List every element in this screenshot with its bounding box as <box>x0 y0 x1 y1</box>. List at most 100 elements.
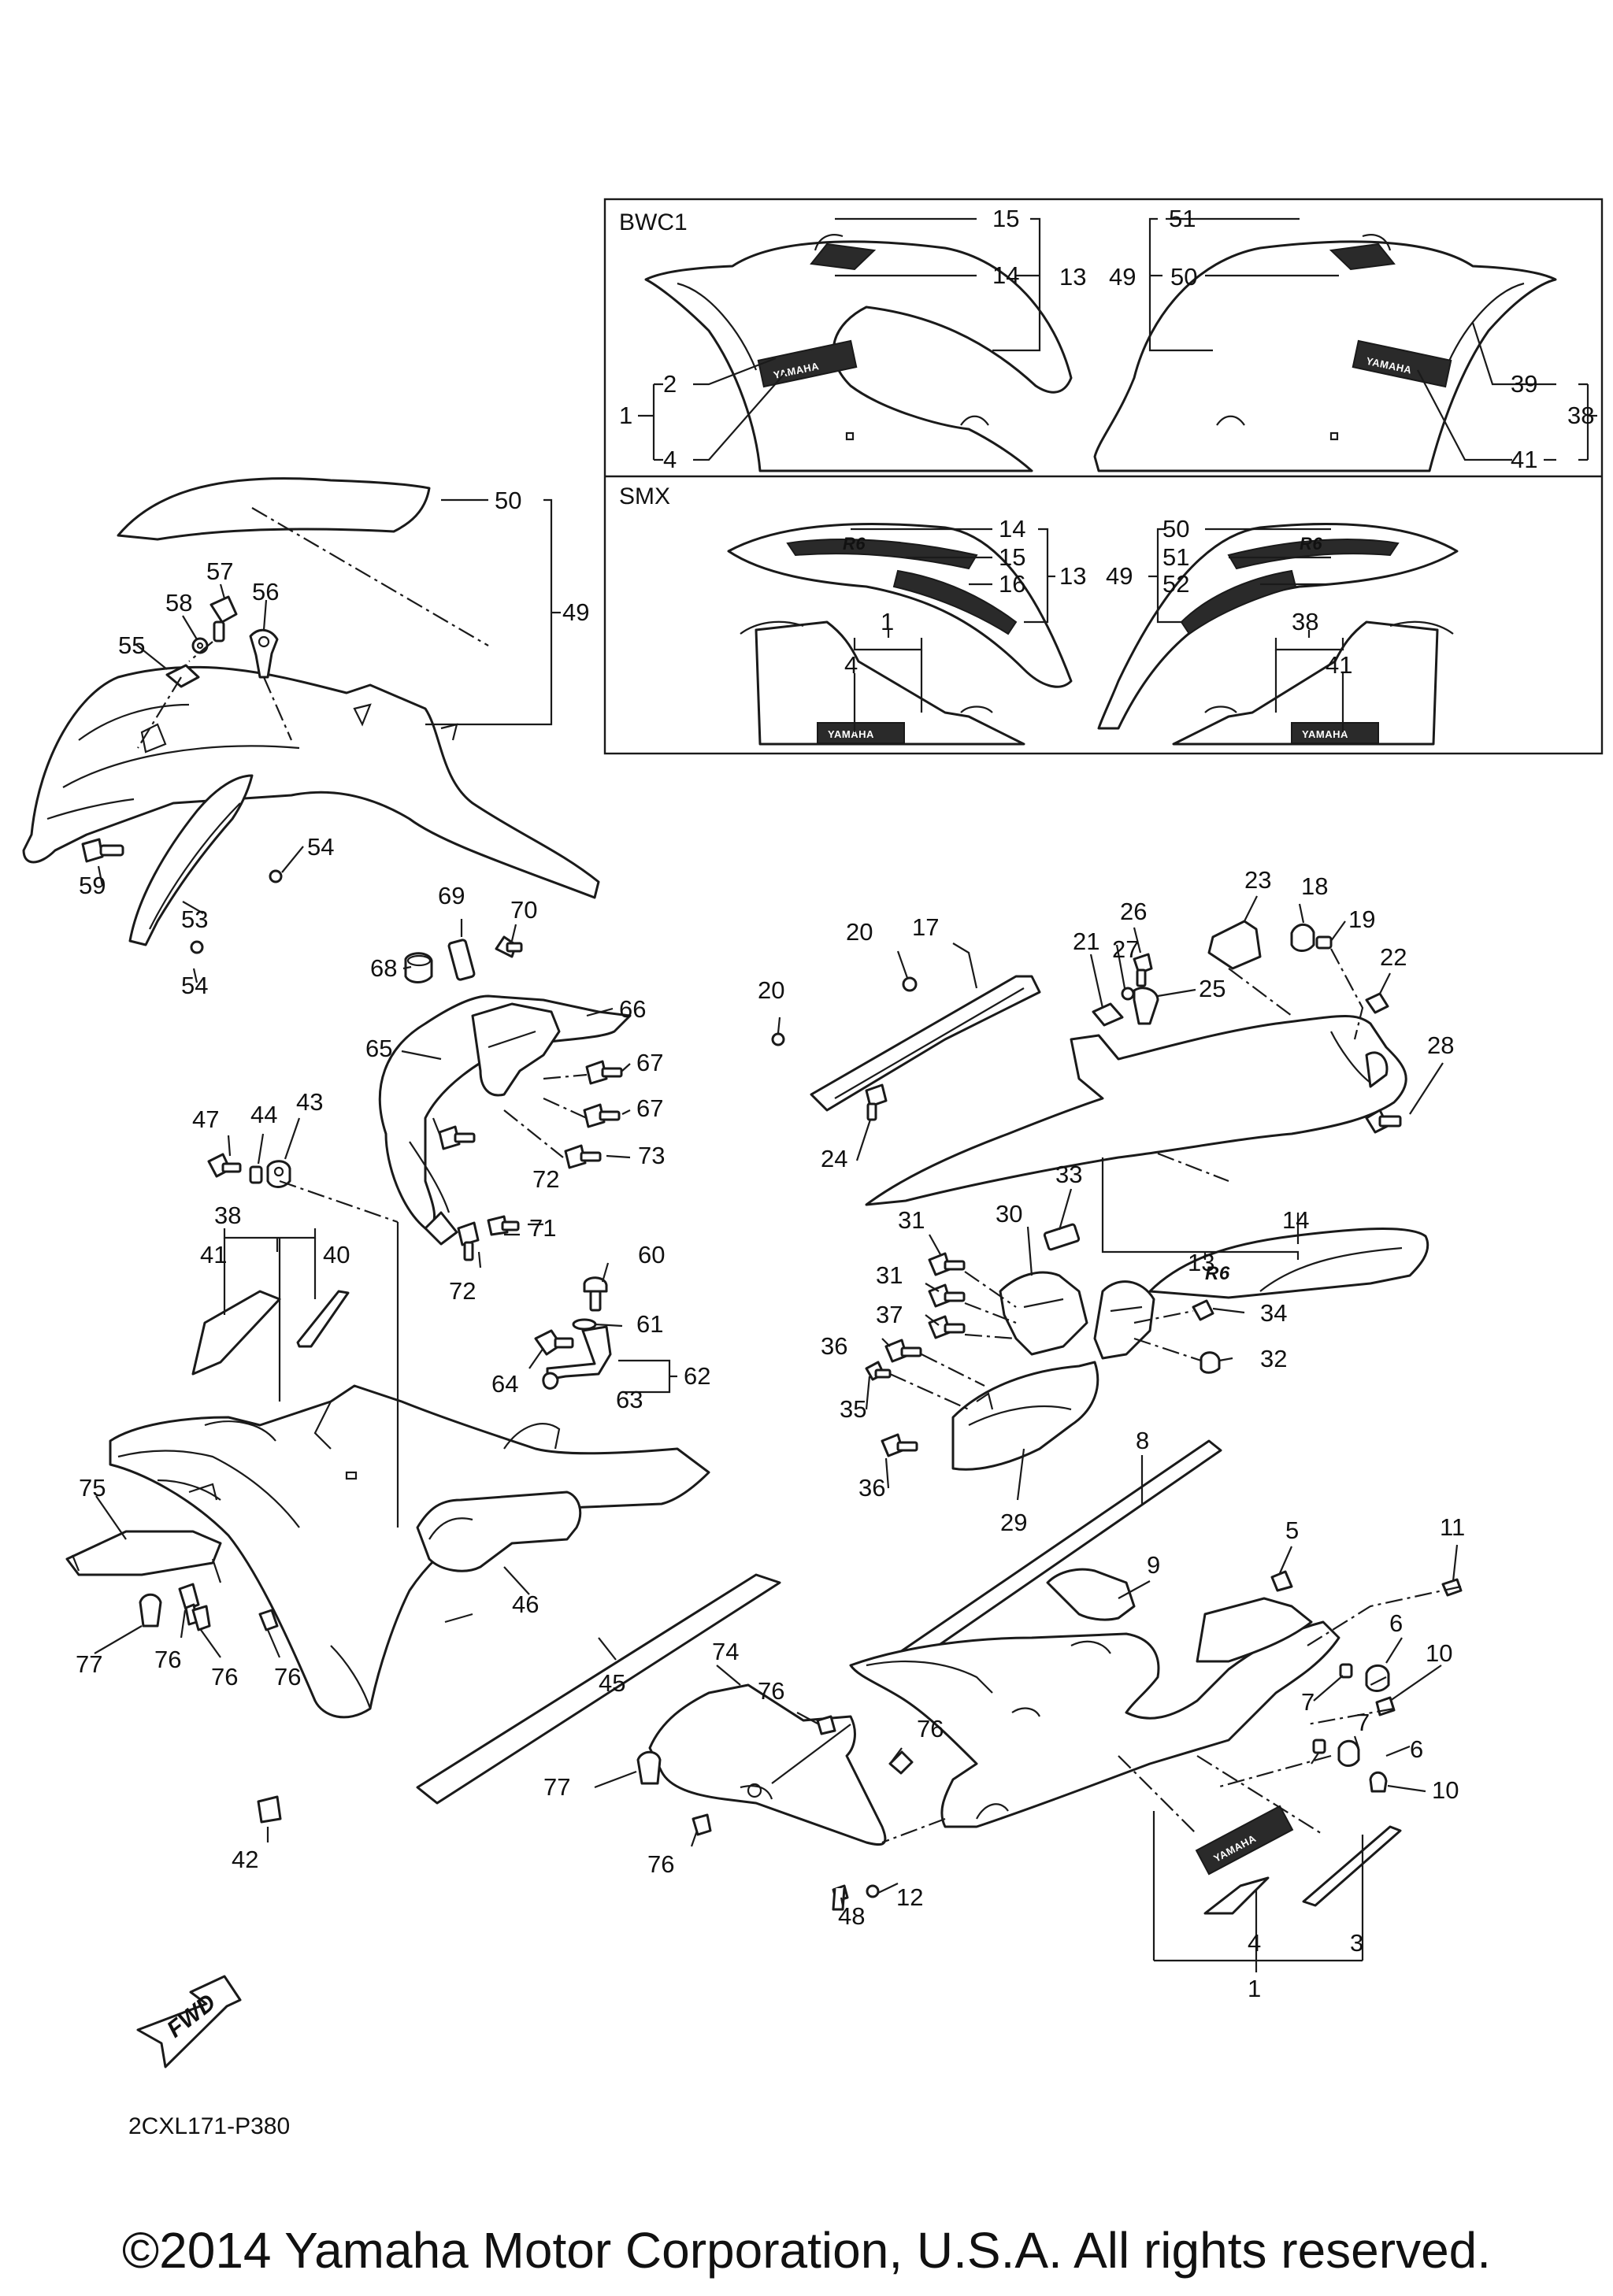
part-number-6: 6 <box>1389 1609 1403 1637</box>
screw-47-icon <box>207 1153 242 1178</box>
part-number-76: 76 <box>917 1715 944 1742</box>
grommet-56-icon <box>249 628 279 679</box>
nut-32-icon <box>1200 1351 1221 1374</box>
part-number-67: 67 <box>636 1049 663 1076</box>
part-number-14: 14 <box>999 515 1025 543</box>
decal-4-icon <box>1203 1876 1270 1915</box>
part-number-13: 13 <box>1059 562 1086 590</box>
part-number-20: 20 <box>846 918 873 946</box>
inset-leaders <box>638 217 1597 732</box>
part-number-14: 14 <box>1282 1206 1309 1234</box>
part-number-63: 63 <box>616 1386 643 1413</box>
side-cowl-13-icon <box>865 1015 1407 1206</box>
part-number-55: 55 <box>118 631 145 659</box>
part-number-38: 38 <box>1292 608 1318 635</box>
part-number-33: 33 <box>1055 1161 1082 1188</box>
part-number-26: 26 <box>1120 898 1147 925</box>
screw-71-icon <box>487 1215 520 1236</box>
grommet-6b-icon <box>1337 1739 1360 1767</box>
bracket-74-icon <box>648 1683 887 1846</box>
part-number-29: 29 <box>1000 1509 1027 1536</box>
drawing-code: 2CXL171-P380 <box>128 2113 290 2139</box>
part-number-74: 74 <box>712 1638 739 1665</box>
part-number-76: 76 <box>274 1663 301 1691</box>
part-number-37: 37 <box>876 1301 903 1328</box>
part-number-54: 54 <box>181 972 208 999</box>
part-number-64: 64 <box>491 1370 518 1398</box>
part-number-50: 50 <box>1162 515 1189 543</box>
part-number-31: 31 <box>898 1206 925 1234</box>
bracket-5b-icon <box>1196 1597 1313 1663</box>
part-number-57: 57 <box>206 557 233 585</box>
upper-left-fasteners <box>81 595 293 954</box>
variant-inset: BWC1 SMX YAMAHA YAMAHA <box>603 198 1604 755</box>
part-number-18: 18 <box>1301 872 1328 900</box>
part-number-7: 7 <box>1356 1709 1370 1736</box>
copyright-notice: ©2014 Yamaha Motor Corporation, U.S.A. A… <box>121 2222 1492 2279</box>
part-number-25: 25 <box>1199 975 1226 1002</box>
yamaha-badge-text: YAMAHA <box>1302 728 1348 740</box>
part-number-38: 38 <box>214 1202 241 1229</box>
duct-bracket-group <box>865 1223 1221 1471</box>
screws-31-37-36 <box>865 1252 1221 1457</box>
part-number-46: 46 <box>512 1591 539 1618</box>
part-number-7: 7 <box>1301 1688 1315 1716</box>
inner-duct-group <box>378 935 632 1261</box>
part-number-76: 76 <box>154 1646 181 1673</box>
r6-logo-text: R6 <box>843 534 866 554</box>
part-number-13: 13 <box>1188 1249 1214 1276</box>
right-side-cowl-group: R6 <box>771 920 1429 1299</box>
part-number-49: 49 <box>1106 562 1133 590</box>
bolt-60-icon <box>583 1276 608 1312</box>
r6-logo-text: R6 <box>1300 534 1322 554</box>
part-number-22: 22 <box>1380 943 1407 971</box>
screw-57-icon <box>210 595 238 643</box>
part-number-70: 70 <box>510 896 537 924</box>
fasteners-lower-right <box>1270 1570 1463 1793</box>
part-number-73: 73 <box>638 1142 665 1169</box>
fwd-arrow-icon: FWD <box>136 1975 242 2068</box>
part-number-66: 66 <box>619 995 646 1023</box>
part-number-49: 49 <box>1109 263 1136 291</box>
duct-29-icon <box>951 1361 1099 1471</box>
part-number-20: 20 <box>758 976 784 1004</box>
part-number-69: 69 <box>438 882 465 909</box>
part-number-41: 41 <box>1326 651 1352 679</box>
part-number-50: 50 <box>495 487 521 514</box>
part-number-42: 42 <box>232 1846 258 1873</box>
part-number-38: 38 <box>1567 402 1594 429</box>
windscreen-group <box>22 477 600 946</box>
screw-73-icon <box>564 1144 602 1169</box>
screw-72b-icon <box>457 1221 480 1261</box>
screws-67-icon <box>583 1060 623 1128</box>
grommet-68-icon <box>404 952 433 983</box>
nut-21-icon <box>1092 1002 1124 1027</box>
washer-61-icon <box>572 1318 597 1331</box>
part-number-5: 5 <box>1285 1516 1299 1544</box>
bracket-75-icon <box>65 1530 222 1576</box>
part-number-21: 21 <box>1073 928 1099 955</box>
nut-5-icon <box>1270 1570 1293 1592</box>
collar-44-icon <box>249 1165 263 1184</box>
part-number-9: 9 <box>1147 1551 1160 1579</box>
lower-right-cowl-group: YAMAHA <box>849 1439 1463 1915</box>
part-number-72: 72 <box>532 1165 559 1193</box>
part-number-32: 32 <box>1260 1345 1287 1372</box>
part-number-16: 16 <box>999 570 1025 598</box>
grommet-18-icon <box>1290 923 1315 952</box>
part-number-76: 76 <box>758 1677 784 1705</box>
section-label-bwc1: BWC1 <box>619 209 688 235</box>
screw-24-icon <box>865 1083 888 1108</box>
cover-17-icon <box>810 975 1041 1112</box>
screw-59-icon <box>81 838 124 863</box>
lower-cowl-1-icon <box>849 1620 1340 1828</box>
part-number-17: 17 <box>912 913 939 941</box>
bracket-30a-icon <box>999 1271 1088 1356</box>
part-number-59: 59 <box>79 872 106 899</box>
part-number-4: 4 <box>663 446 677 473</box>
block-23-icon <box>1207 920 1262 970</box>
bracket-30b-icon <box>1093 1280 1155 1360</box>
decal-40-icon <box>296 1290 350 1348</box>
part-number-39: 39 <box>1511 370 1537 398</box>
part-number-12: 12 <box>896 1883 923 1911</box>
